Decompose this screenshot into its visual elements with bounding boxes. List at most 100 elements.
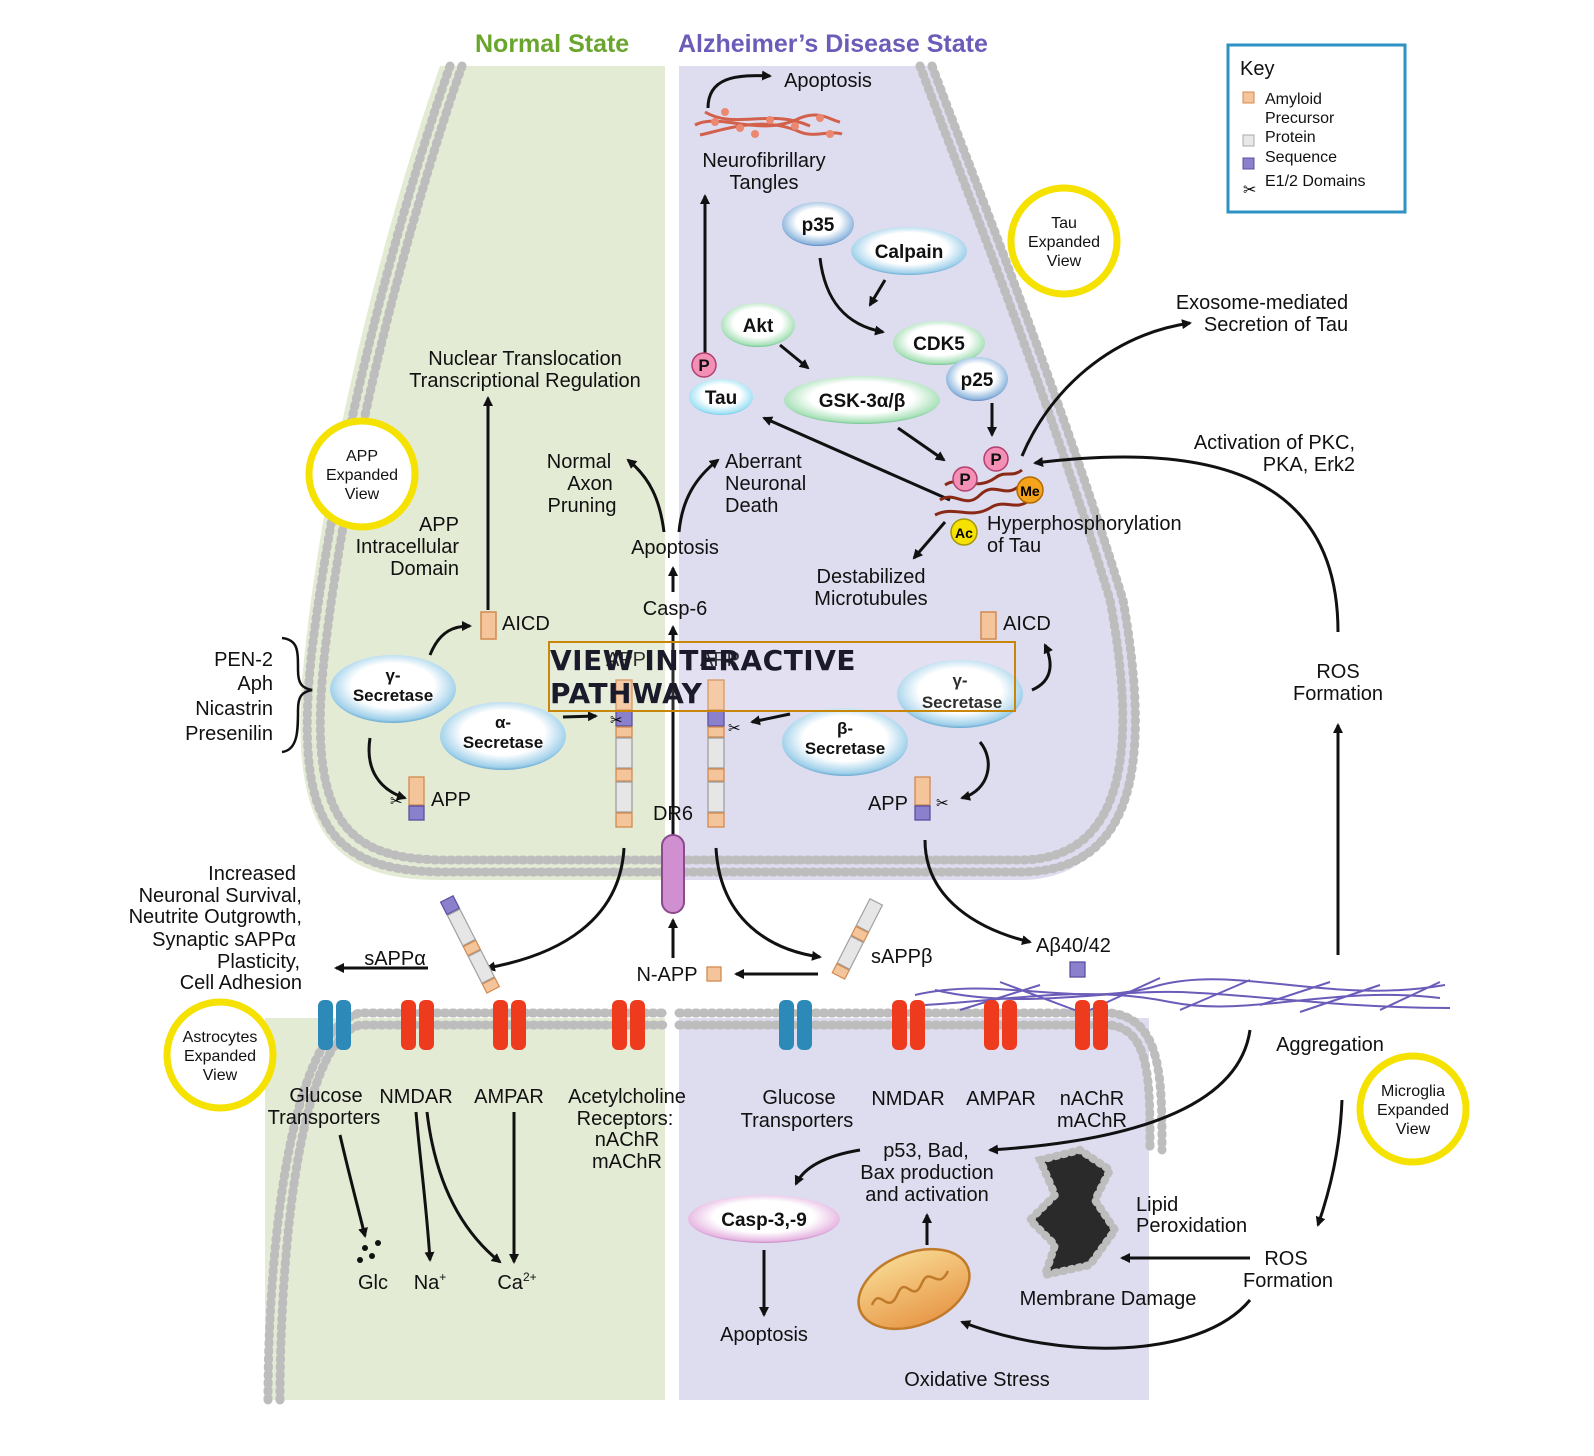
gamma-right-line1: γ- bbox=[952, 671, 967, 690]
ach-label-1: Acetylcholine bbox=[568, 1086, 686, 1108]
aggregation-label: Aggregation bbox=[1276, 1034, 1384, 1056]
arrow-nmdar-na bbox=[414, 1111, 435, 1262]
p53-label-3: and activation bbox=[865, 1184, 988, 1206]
app-fragment-left-label: APP bbox=[431, 789, 471, 811]
napp-label: N-APP bbox=[636, 964, 697, 986]
arrow-tau-exosome bbox=[1020, 319, 1192, 457]
ampar-label-normal: AMPAR bbox=[474, 1086, 544, 1108]
nmdar-ad bbox=[892, 1000, 925, 1050]
aph-label: Aph bbox=[237, 673, 273, 695]
glucose-label-ad-2: Transporters bbox=[741, 1110, 854, 1132]
p35-label: p35 bbox=[802, 215, 835, 236]
tau-view-line3: View bbox=[1047, 253, 1082, 270]
aicd-domain-label-1: APP bbox=[419, 514, 459, 536]
nicastrin-label: Nicastrin bbox=[195, 698, 273, 720]
aicd-domain-label-2: Intracellular bbox=[356, 536, 460, 558]
app-view-line2: Expanded bbox=[326, 467, 398, 484]
key-legend: Key ✂ Amyloid Precursor Protein Sequence… bbox=[1226, 43, 1407, 214]
aberrant-label-2: Neuronal bbox=[725, 473, 806, 495]
lipid-label-2: Peroxidation bbox=[1136, 1215, 1247, 1237]
key-swatch-purple bbox=[1242, 157, 1255, 170]
na-label: Na+ bbox=[414, 1270, 447, 1294]
calpain-protein: Calpain bbox=[851, 227, 967, 275]
nachr-label-2: mAChR bbox=[1057, 1110, 1127, 1132]
casp39-label: Casp-3,-9 bbox=[721, 1210, 807, 1231]
ampar-normal bbox=[493, 1000, 526, 1050]
hyperphos-label-1: Hyperphosphorylation bbox=[987, 513, 1182, 535]
arrow-gsk3-tau bbox=[897, 426, 946, 462]
akt-label: Akt bbox=[743, 316, 774, 337]
arrow-akt-gsk3 bbox=[779, 343, 810, 370]
cdk5-protein: CDK5 bbox=[893, 321, 985, 365]
casp6-label: Casp-6 bbox=[643, 598, 707, 620]
glucose-transporter-ad bbox=[779, 1000, 812, 1050]
nachr-ad bbox=[1075, 1000, 1108, 1050]
astro-view-line1: Astrocytes bbox=[183, 1029, 258, 1046]
app-strand-normal: ✂ bbox=[610, 679, 633, 828]
ad-state-title: Alzheimer’s Disease State bbox=[678, 30, 988, 58]
arrow-aggregation-p53 bbox=[988, 1029, 1252, 1155]
activation-label-2: PKA, Erk2 bbox=[1263, 454, 1355, 476]
app-fragment-right-label: APP bbox=[868, 793, 908, 815]
key-swatch-gray bbox=[1242, 134, 1255, 147]
micro-view-line2: Expanded bbox=[1377, 1102, 1449, 1119]
amyloid-aggregation-fibrils bbox=[914, 977, 1451, 1013]
microglia-expanded-view-button[interactable]: Microglia Expanded View bbox=[1356, 1052, 1470, 1166]
ach-receptor-normal bbox=[612, 1000, 645, 1050]
axon-label-2: Axon bbox=[567, 473, 613, 495]
glucose-transporter-normal bbox=[318, 1000, 351, 1050]
key-swatch-orange bbox=[1242, 91, 1255, 104]
app-expanded-view-button[interactable]: APP Expanded View bbox=[305, 417, 419, 531]
gsk3-label: GSK-3α/β bbox=[819, 391, 906, 412]
p35-protein: p35 bbox=[782, 202, 854, 246]
akt-protein: Akt bbox=[721, 303, 795, 347]
axon-label-3: Pruning bbox=[548, 495, 617, 517]
beta-line1: β- bbox=[837, 719, 853, 738]
ca-label: Ca2+ bbox=[497, 1270, 536, 1294]
nuclear-label-1: Nuclear Translocation bbox=[428, 348, 621, 370]
gsk3-protein: GSK-3α/β bbox=[784, 376, 940, 424]
tau-expanded-view-button[interactable]: Tau Expanded View bbox=[1007, 184, 1121, 298]
dr6-receptor bbox=[661, 834, 685, 914]
astrocytes-expanded-view-button[interactable]: Astrocytes Expanded View bbox=[163, 998, 277, 1112]
scissors-icon: ✂ bbox=[936, 794, 949, 812]
destab-label-1: Destabilized bbox=[817, 566, 926, 588]
pen2-brace bbox=[281, 636, 313, 754]
arrow-app-abeta bbox=[923, 839, 1032, 945]
na-text: Na bbox=[414, 1272, 440, 1294]
exosome-label-1: Exosome-mediated bbox=[1176, 292, 1348, 314]
aicd-fragment-right bbox=[980, 611, 997, 640]
arrow-gamma-aicd-left bbox=[428, 621, 472, 656]
axon-label-1: Normal bbox=[547, 451, 611, 473]
ampar-label-ad: AMPAR bbox=[966, 1088, 1036, 1110]
sappa-fragment bbox=[439, 894, 501, 994]
view-interactive-pathway-button[interactable]: VIEW INTERACTIVE PATHWAY bbox=[548, 641, 1016, 712]
scissors-icon: ✂ bbox=[1243, 180, 1256, 199]
arrow-gamma-app-left bbox=[367, 737, 407, 801]
ca-sup: 2+ bbox=[523, 1270, 537, 1284]
presenilin-label: Presenilin bbox=[185, 723, 273, 745]
ros-bottom-label-2: Formation bbox=[1243, 1270, 1333, 1292]
arrow-alpha-app bbox=[562, 711, 598, 722]
p53-label-1: p53, Bad, bbox=[883, 1140, 969, 1162]
ach-label-2: Receptors: bbox=[577, 1108, 674, 1130]
beta-secretase: β- Secretase bbox=[782, 708, 908, 776]
oxidative-stress-label: Oxidative Stress bbox=[904, 1369, 1050, 1391]
scissors-icon: ✂ bbox=[728, 719, 741, 737]
glucose-label-normal-2: Transporters bbox=[268, 1107, 381, 1129]
apoptosis-top-label: Apoptosis bbox=[784, 70, 872, 92]
ros-top-label-1: ROS bbox=[1316, 661, 1359, 683]
ach-label-3: nAChR bbox=[595, 1129, 659, 1151]
aicd-label-right: AICD bbox=[1003, 613, 1051, 635]
app-label-normal: APP bbox=[606, 649, 646, 671]
normal-state-title: Normal State bbox=[475, 30, 629, 58]
increased-label-3: Neutrite Outgrowth, bbox=[129, 906, 302, 928]
aicd-domain-label-3: Domain bbox=[390, 558, 459, 580]
nmdar-normal bbox=[401, 1000, 434, 1050]
ros-top-label-2: Formation bbox=[1293, 683, 1383, 705]
alpha-secretase: α- Secretase bbox=[440, 702, 566, 770]
nft-label-1: Neurofibrillary bbox=[702, 150, 825, 172]
calpain-label: Calpain bbox=[875, 242, 944, 263]
sappb-label: sAPPβ bbox=[871, 946, 933, 968]
